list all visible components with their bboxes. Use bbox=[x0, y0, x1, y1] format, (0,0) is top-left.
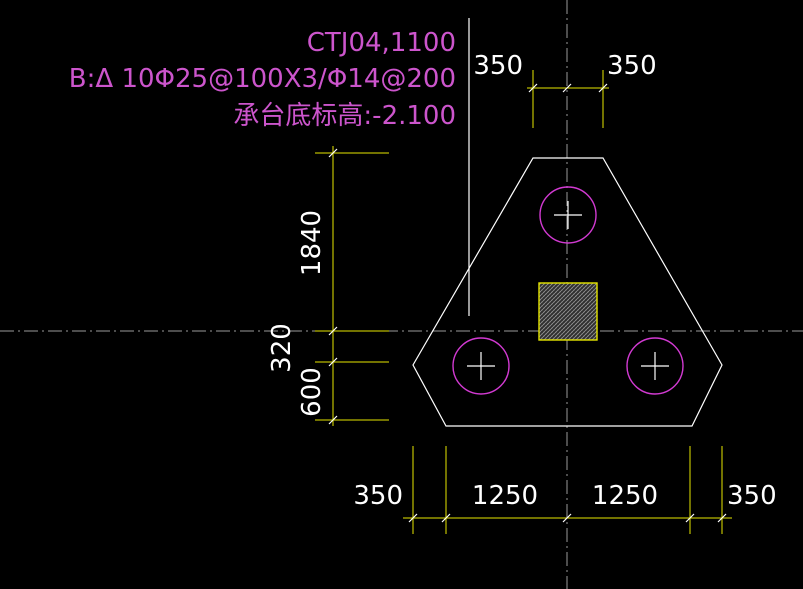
top-left-dimension-text: 350 bbox=[473, 51, 523, 81]
vertical-dimension-1840: 1840 bbox=[297, 210, 327, 276]
top-right-dimension-text: 350 bbox=[607, 51, 657, 81]
bottom-left-span-dimension-text: 1250 bbox=[472, 481, 538, 511]
top-dimension bbox=[527, 70, 609, 128]
cap-bottom-elevation-label: 承台底标高:-2.100 bbox=[233, 101, 456, 131]
vertical-dimension-600: 600 bbox=[297, 367, 327, 417]
pile-bottom-left[interactable] bbox=[452, 337, 510, 395]
pile-cap-id-label: CTJ04,1100 bbox=[307, 28, 456, 58]
pile-cap-outline[interactable] bbox=[412, 157, 723, 427]
bottom-right-edge-dimension-text: 350 bbox=[727, 481, 777, 511]
pile-top[interactable] bbox=[539, 186, 597, 244]
column-section[interactable] bbox=[538, 282, 598, 341]
bottom-left-edge-dimension-text: 350 bbox=[353, 481, 403, 511]
vertical-dimension-320: 320 bbox=[267, 323, 297, 373]
bottom-right-span-dimension-text: 1250 bbox=[592, 481, 658, 511]
bottom-dimension bbox=[403, 446, 732, 534]
pile-bottom-right[interactable] bbox=[626, 337, 684, 395]
left-vertical-dimension bbox=[315, 146, 389, 426]
reinforcement-label: B:Δ 10Φ25@100X3/Φ14@200 bbox=[69, 64, 456, 94]
